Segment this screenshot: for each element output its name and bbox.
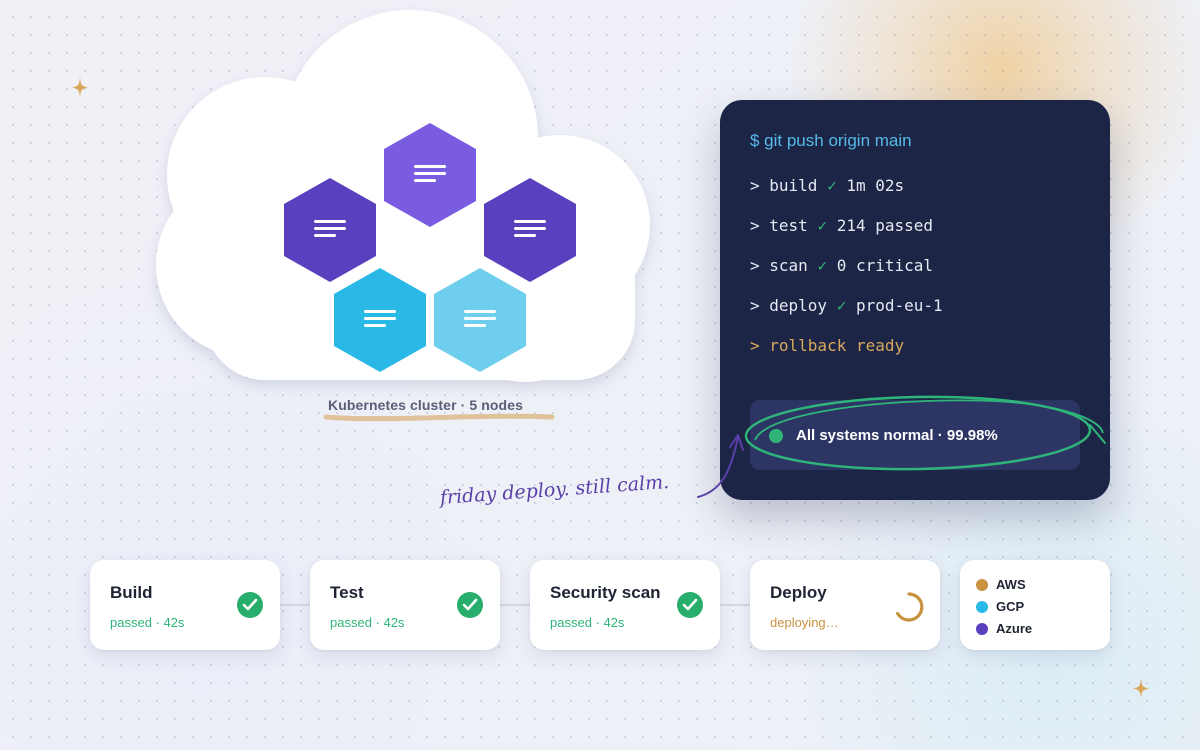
terminal-panel: $ git push origin main > build ✓ 1m 02s … [720,100,1110,500]
stage-title: Test [330,583,364,602]
stage-status: passed · 42s [110,615,185,630]
cluster-node [434,268,526,372]
stage-status: passed · 42s [330,615,405,630]
check-circle-icon [457,592,483,618]
document-icon [514,220,546,241]
document-icon [314,220,346,241]
highlight-underline [323,413,555,422]
terminal-line: > scan ✓ 0 critical [750,256,934,275]
cluster-node [384,123,476,227]
annotation-arrow [697,434,744,498]
stage-card-deploy[interactable]: Deploy deploying… [750,560,940,650]
status-text: All systems normal · 99.98% [796,427,998,444]
provider-dot-icon [976,623,988,635]
terminal-line: > deploy ✓ prod-eu-1 [750,296,943,315]
check-circle-icon [677,592,703,618]
terminal-command: $ git push origin main [750,131,912,150]
terminal-line: > test ✓ 214 passed [750,216,934,235]
pipeline-connector [720,604,750,606]
check-icon: ✓ [836,296,847,315]
cluster-node [284,178,376,282]
hand-drawn-circle [744,395,1106,471]
stage-title: Build [110,583,153,602]
check-icon: ✓ [817,256,828,275]
stage-status: passed · 42s [550,615,625,630]
check-icon: ✓ [827,176,837,195]
provider-name: Azure [996,621,1033,636]
document-icon [464,310,496,331]
stage-card-build[interactable]: Build passed · 42s [90,560,280,650]
stage-status: deploying… [770,615,839,630]
provider-name: AWS [996,577,1026,592]
sparkle-icon [1133,678,1149,698]
terminal-line: > build ✓ 1m 02s [750,176,905,195]
stage-card-test[interactable]: Test passed · 42s [310,560,500,650]
check-icon: ✓ [817,216,828,235]
terminal-warning-line: > rollback ready [750,336,905,355]
provider-dot-icon [976,601,988,613]
cluster-node [334,268,426,372]
status-dot-icon [769,429,783,443]
document-icon [414,165,446,186]
check-circle-icon [237,592,263,618]
handwritten-note: friday deploy. still calm. [439,471,670,509]
cluster-node [484,178,576,282]
loading-spinner-icon [896,592,924,622]
cluster-label: Kubernetes cluster · 5 nodes [328,397,523,413]
stage-card-security-scan[interactable]: Security scan passed · 42s [530,560,720,650]
providers-card: AWS GCP Azure [960,560,1110,650]
stage-title: Security scan [550,583,661,602]
sparkle-icon [72,77,88,97]
pipeline-connector [500,604,530,606]
provider-name: GCP [996,599,1025,614]
provider-dot-icon [976,579,988,591]
document-icon [364,310,396,331]
pipeline-connector [280,604,310,606]
stage-title: Deploy [770,583,827,602]
